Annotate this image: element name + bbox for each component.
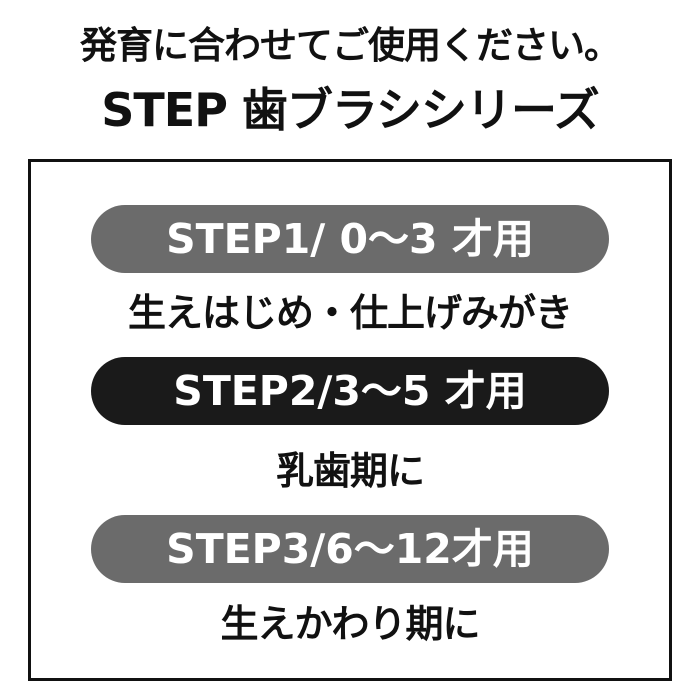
step3-badge: STEP3/6～12才用 — [91, 515, 609, 583]
step3-description: 生えかわり期に — [220, 602, 480, 646]
subtitle: 発育に合わせてご使用ください。 — [80, 24, 621, 67]
step1-description: 生えはじめ・仕上げみがき — [127, 291, 573, 335]
step2-badge: STEP2/3～5 才用 — [91, 357, 609, 425]
page-title: STEP 歯ブラシシリーズ — [101, 83, 599, 137]
step2-description: 乳歯期に — [275, 449, 425, 493]
steps-frame: STEP1/ 0～3 才用 生えはじめ・仕上げみがき STEP2/3～5 才用 … — [28, 159, 672, 681]
step1-badge: STEP1/ 0～3 才用 — [91, 205, 609, 273]
